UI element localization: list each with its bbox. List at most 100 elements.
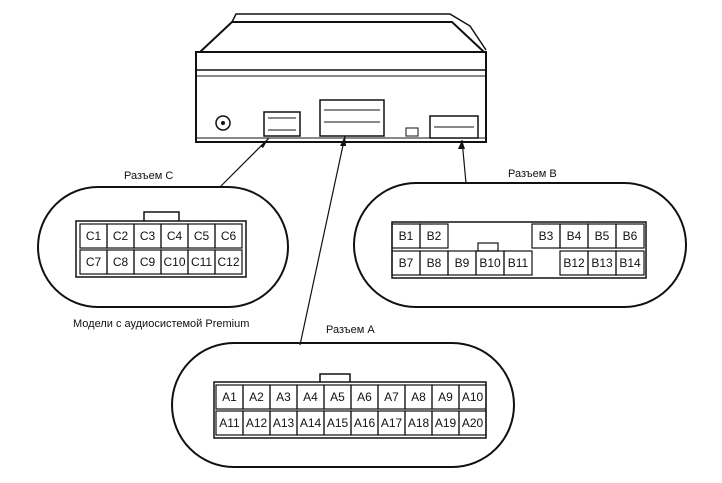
pin-label: A11 (219, 416, 240, 430)
mounting-hole-icon (215, 115, 231, 131)
pin-label: B1 (399, 229, 414, 243)
pin-a5: A5 (323, 384, 352, 410)
pin-label: B5 (595, 229, 610, 243)
pin-label: C8 (113, 255, 129, 269)
pin-label: B13 (591, 256, 613, 270)
pin-a3: A3 (269, 384, 298, 410)
pin-label: B6 (623, 229, 638, 243)
pin-b11: B11 (503, 250, 533, 276)
pin-label: B12 (563, 256, 585, 270)
pin-label: B3 (539, 229, 554, 243)
pin-b6: B6 (615, 223, 645, 249)
pin-label: A8 (411, 390, 426, 404)
pin-label: A5 (330, 390, 345, 404)
pin-label: B11 (508, 256, 529, 270)
pin-a17: A17 (377, 410, 406, 436)
pin-b9: B9 (447, 250, 477, 276)
pin-b5: B5 (587, 223, 617, 249)
pin-c4: C4 (160, 223, 189, 249)
pin-b14: B14 (615, 250, 645, 276)
pin-c12: C12 (214, 249, 243, 275)
pin-label: A12 (246, 416, 268, 430)
connector-a-housing (171, 342, 515, 468)
pin-b10: B10 (475, 250, 505, 276)
pin-c10: C10 (160, 249, 189, 275)
pin-a19: A19 (431, 410, 460, 436)
pin-c1: C1 (79, 223, 108, 249)
pin-label: B14 (619, 256, 641, 270)
pin-label: A10 (462, 390, 484, 404)
pin-c6: C6 (214, 223, 243, 249)
pin-label: C2 (113, 229, 129, 243)
unit-port-c (263, 111, 301, 137)
pin-label: A15 (327, 416, 349, 430)
pin-label: C9 (140, 255, 156, 269)
pin-a15: A15 (323, 410, 352, 436)
pin-label: A19 (435, 416, 457, 430)
pin-label: C10 (163, 255, 185, 269)
leader-line-a (299, 135, 346, 346)
pin-a7: A7 (377, 384, 406, 410)
pin-label: C4 (167, 229, 183, 243)
connector-c-housing (37, 186, 289, 308)
pin-a20: A20 (458, 410, 487, 436)
pin-b12: B12 (559, 250, 589, 276)
pin-b2: B2 (419, 223, 449, 249)
pin-a18: A18 (404, 410, 433, 436)
pin-label: B7 (399, 256, 414, 270)
pin-label: B9 (455, 256, 470, 270)
pin-a10: A10 (458, 384, 487, 410)
pin-label: A17 (381, 416, 403, 430)
pin-label: A4 (303, 390, 318, 404)
pin-label: B4 (567, 229, 582, 243)
pin-b3: B3 (531, 223, 561, 249)
pin-label: A9 (438, 390, 453, 404)
pin-c8: C8 (106, 249, 135, 275)
pin-label: A1 (222, 390, 237, 404)
pin-label: A6 (357, 390, 372, 404)
pin-label: A14 (300, 416, 322, 430)
unit-port-a (319, 99, 385, 137)
pin-b7: B7 (391, 250, 421, 276)
pin-a2: A2 (242, 384, 271, 410)
pin-label: C12 (217, 255, 239, 269)
pin-label: B8 (427, 256, 442, 270)
premium-models-note: Модели с аудиосистемой Premium (73, 318, 249, 330)
pin-c11: C11 (187, 249, 216, 275)
pin-label: A2 (249, 390, 264, 404)
pin-b13: B13 (587, 250, 617, 276)
pin-label: B10 (479, 256, 501, 270)
pin-label: A20 (462, 416, 484, 430)
pin-a1: A1 (215, 384, 244, 410)
pin-a4: A4 (296, 384, 325, 410)
pin-c7: C7 (79, 249, 108, 275)
pin-a9: A9 (431, 384, 460, 410)
connector-c-label: Разъем С (124, 170, 173, 182)
pin-c2: C2 (106, 223, 135, 249)
pin-a16: A16 (350, 410, 379, 436)
connector-a-label: Разъем А (326, 324, 375, 336)
pin-a11: A11 (215, 410, 244, 436)
pin-a14: A14 (296, 410, 325, 436)
connector-b-housing (353, 182, 687, 308)
leader-lines (219, 135, 467, 346)
pin-label: A18 (408, 416, 430, 430)
pin-a6: A6 (350, 384, 379, 410)
pin-c9: C9 (133, 249, 162, 275)
pin-label: C5 (194, 229, 210, 243)
pin-c5: C5 (187, 223, 216, 249)
pin-a12: A12 (242, 410, 271, 436)
pin-label: C1 (86, 229, 102, 243)
pin-label: A7 (384, 390, 399, 404)
pin-b8: B8 (419, 250, 449, 276)
unit-port-b (429, 115, 479, 139)
pin-label: C11 (191, 255, 212, 269)
pin-a8: A8 (404, 384, 433, 410)
pin-label: B2 (427, 229, 442, 243)
head-unit (195, 13, 487, 143)
pin-b1: B1 (391, 223, 421, 249)
pin-label: A16 (354, 416, 376, 430)
